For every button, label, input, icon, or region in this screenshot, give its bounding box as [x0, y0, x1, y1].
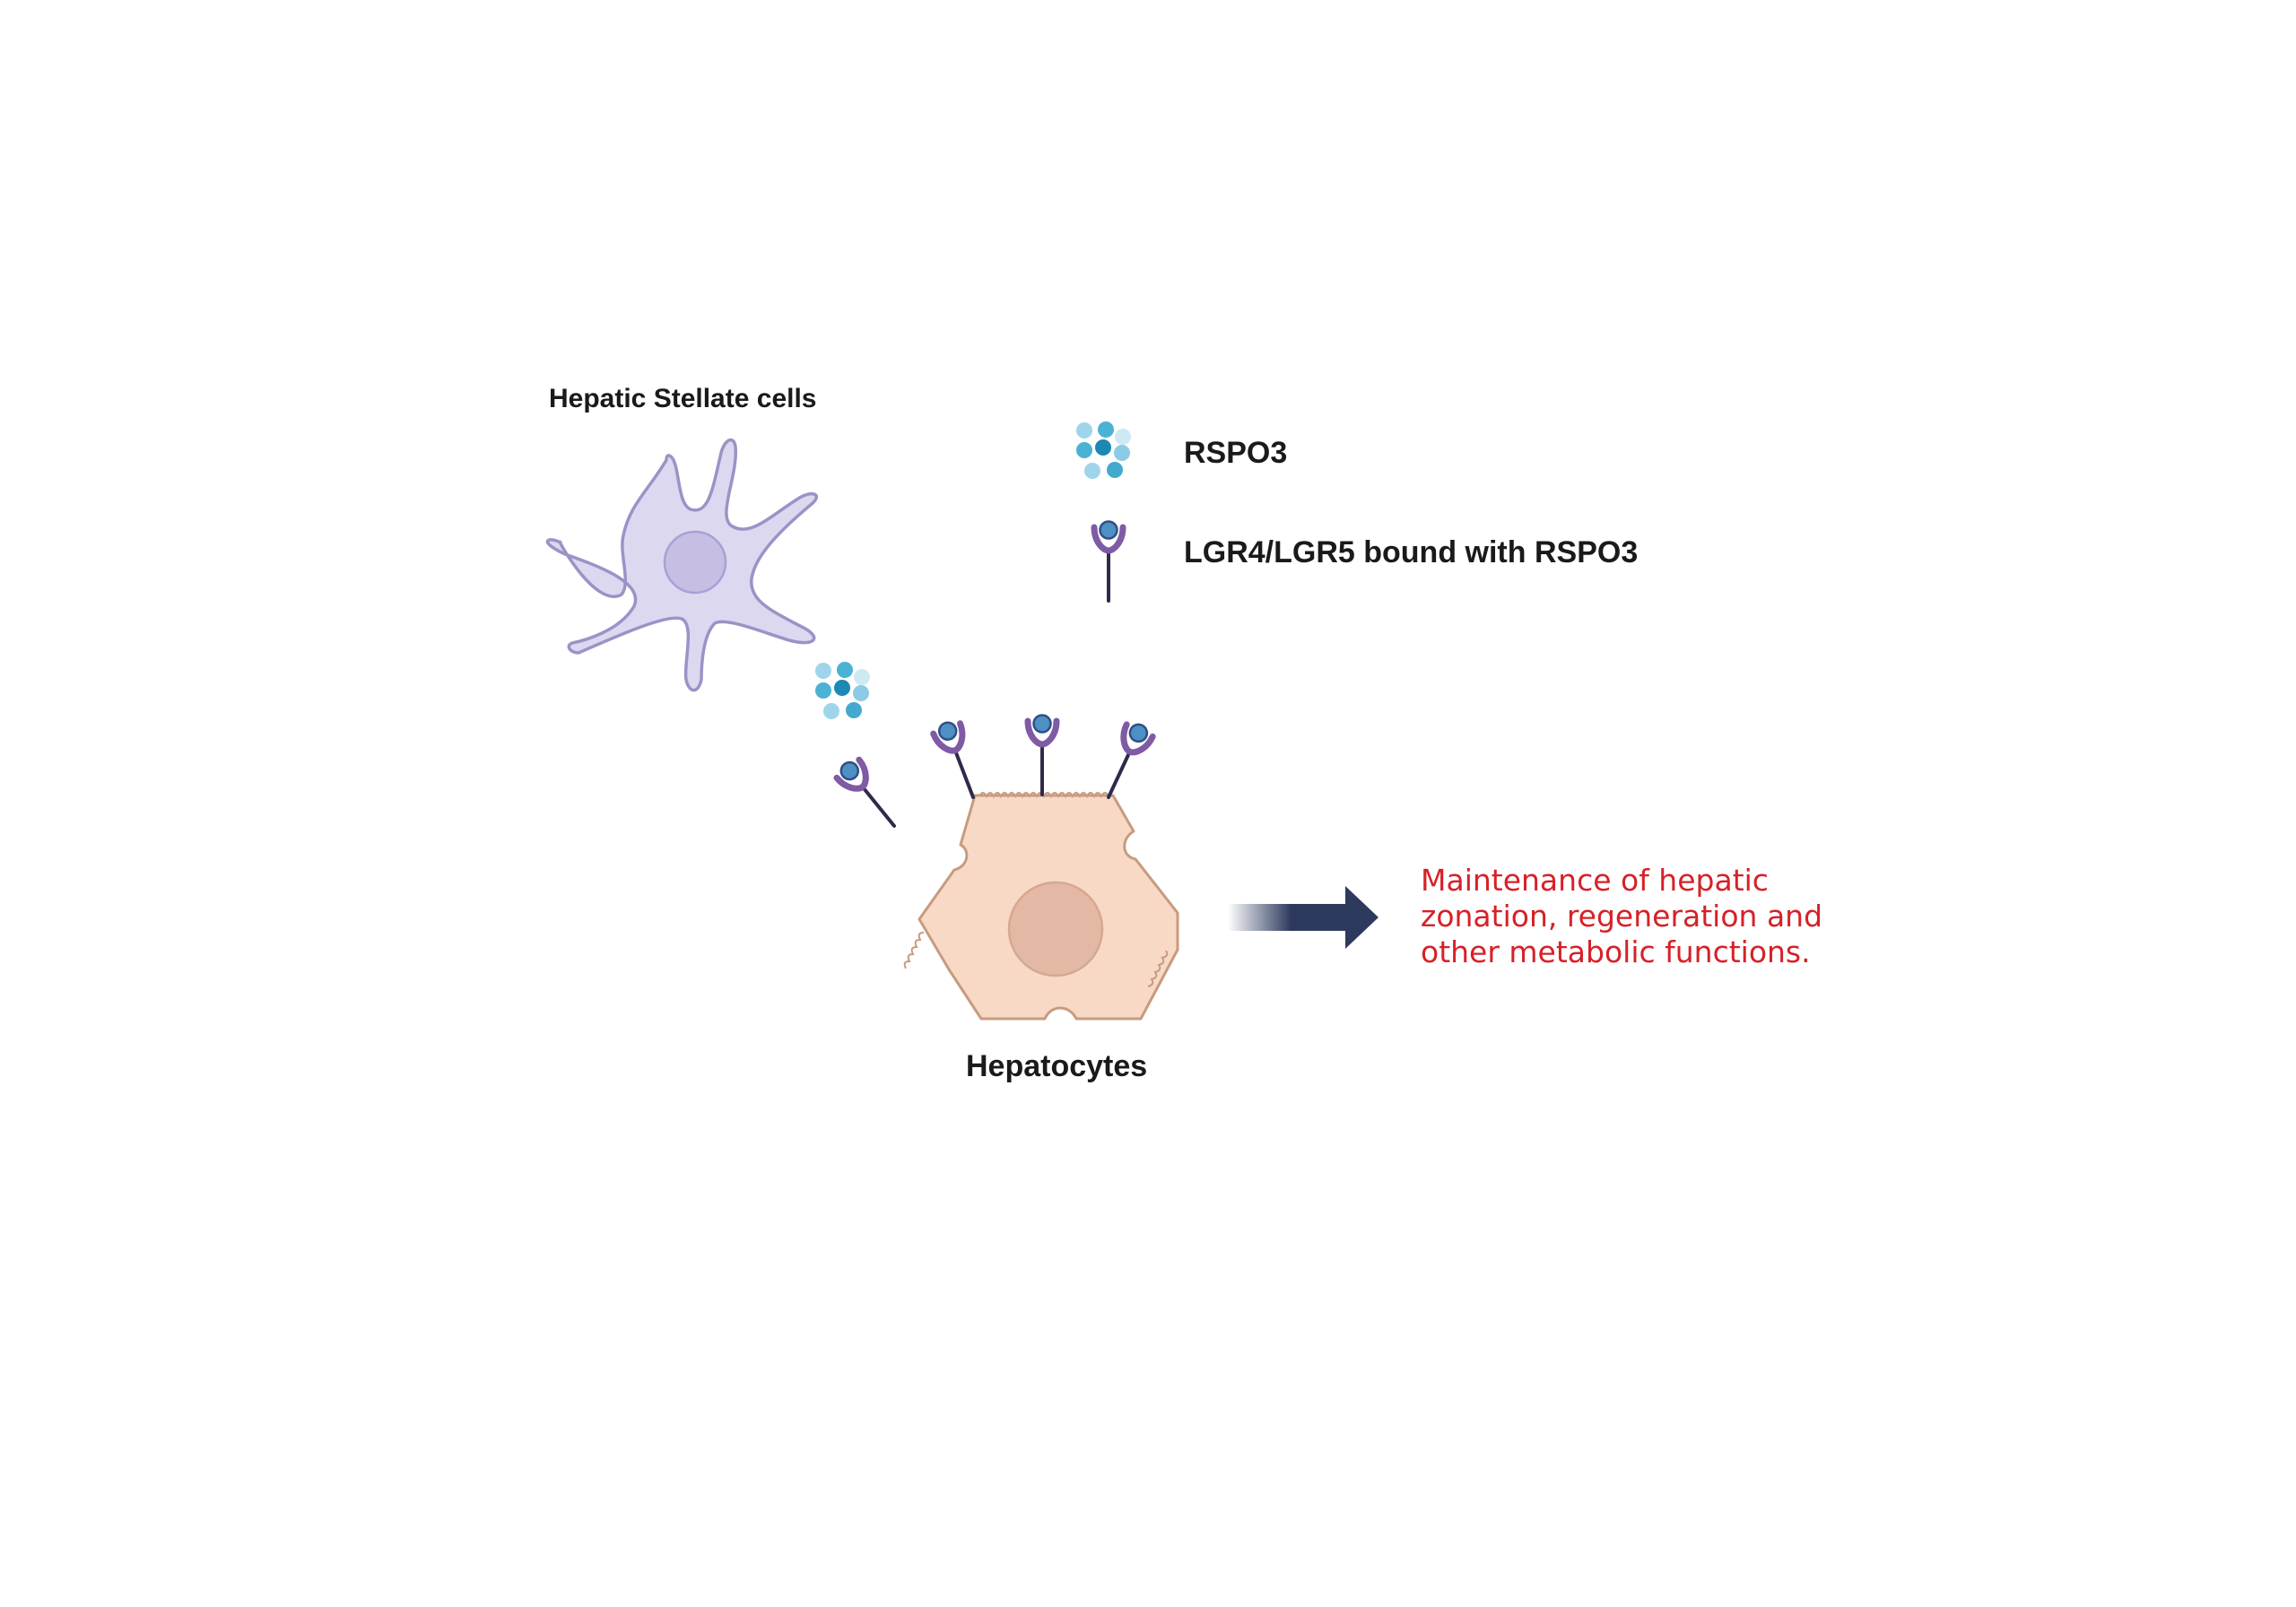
- stellate-nucleus: [663, 530, 727, 595]
- hepatocytes-label: Hepatocytes: [966, 1049, 1148, 1083]
- hepatocyte-nucleus: [1007, 881, 1104, 977]
- stellate-cell-icon: [545, 438, 818, 692]
- legend-lgr-label: LGR4/LGR5 bound with RSPO3: [1184, 535, 1639, 569]
- receptor-icon-2: [931, 718, 987, 803]
- rspo3-secreted-cluster-icon: [815, 662, 870, 719]
- receptor-icon-1: [833, 755, 906, 835]
- outcome-line-3: other metabolic functions.: [1421, 934, 1811, 969]
- legend-lgr-receptor-icon: [1094, 522, 1123, 602]
- right-arrow-icon: [1228, 886, 1378, 949]
- stellate-cell-label: Hepatic Stellate cells: [549, 384, 817, 413]
- outcome-line-1: Maintenance of hepatic: [1421, 863, 1769, 898]
- legend-rspo3-label: RSPO3: [1184, 436, 1288, 470]
- hepatocyte-cell-icon: [903, 792, 1179, 1021]
- outcome-text: Maintenance of hepatic zonation, regener…: [1421, 863, 1887, 970]
- receptor-icon-4: [1095, 719, 1154, 804]
- legend-rspo3-icon: [1076, 421, 1131, 479]
- outcome-line-2: zonation, regeneration and: [1421, 899, 1823, 934]
- hepatocyte-microvilli: [903, 792, 1169, 987]
- receptor-icon-3: [1028, 716, 1057, 795]
